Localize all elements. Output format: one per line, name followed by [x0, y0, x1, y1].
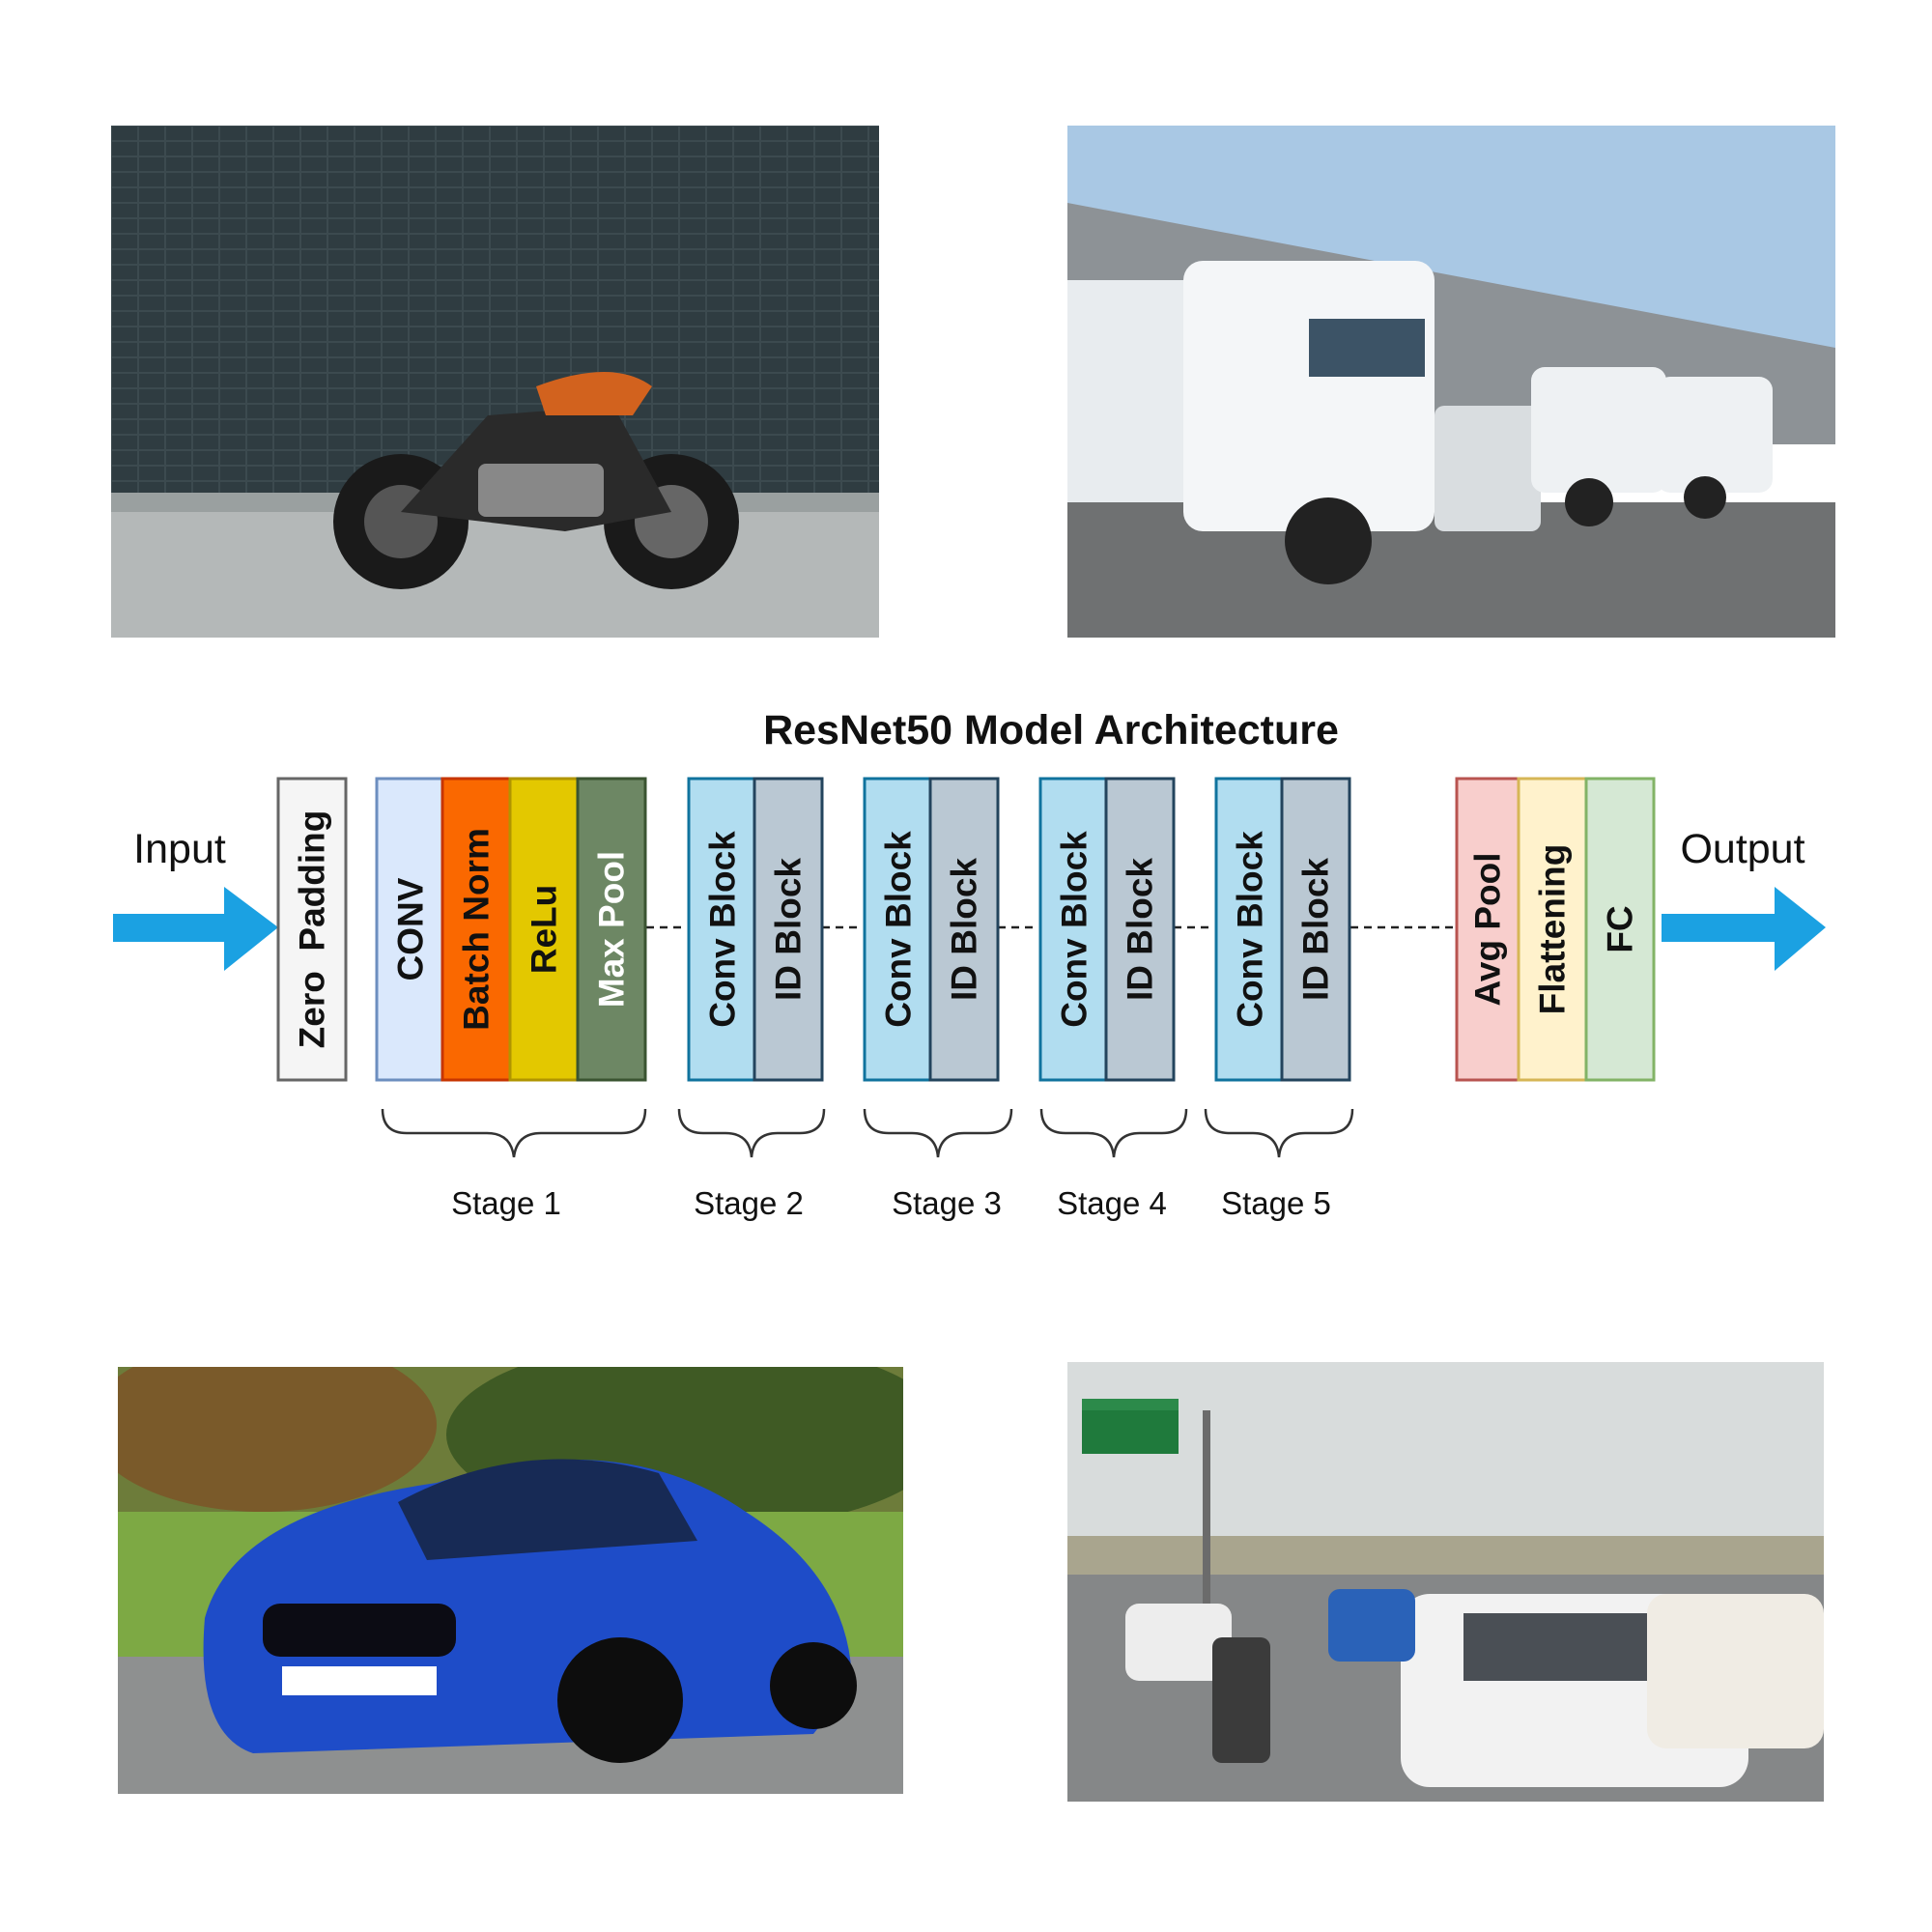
layer-avg-pool: Avg Pool — [1455, 777, 1520, 1082]
diagram-title: ResNet50 Model Architecture — [763, 707, 1339, 753]
motorcycle-shape — [333, 372, 739, 589]
layer-label-s3-conv-block: Conv Block — [879, 831, 919, 1028]
traffic-shapes — [1125, 1589, 1824, 1787]
layer-label-zero-padding: Zero Padding — [293, 810, 332, 1049]
output-arrow-icon — [1662, 887, 1826, 971]
layer-box-s5-id-block — [1280, 777, 1351, 1082]
layer-label-relu: ReLu — [525, 885, 564, 975]
layer-label-s2-conv-block: Conv Block — [703, 831, 743, 1028]
layer-relu: ReLu — [508, 777, 580, 1082]
layer-s3-id-block: ID Block — [928, 777, 1000, 1082]
input-arrow-icon — [113, 887, 278, 971]
layer-box-relu — [508, 777, 580, 1082]
layer-s4-id-block: ID Block — [1104, 777, 1176, 1082]
layer-box-s2-id-block — [753, 777, 824, 1082]
layer-s2-id-block: ID Block — [753, 777, 824, 1082]
layer-box-s3-id-block — [928, 777, 1000, 1082]
layer-box-s3-conv-block — [863, 777, 934, 1082]
layer-box-s5-conv-block — [1214, 777, 1286, 1082]
stage-label-1: Stage 1 — [451, 1185, 561, 1221]
layer-label-max-pool: Max Pool — [592, 851, 632, 1008]
layer-box-s4-id-block — [1104, 777, 1176, 1082]
layer-box-avg-pool — [1455, 777, 1520, 1082]
trucks-photo — [1067, 126, 1835, 638]
stage-label-2: Stage 2 — [694, 1185, 804, 1221]
layer-zero-padding: Zero Padding — [276, 777, 348, 1082]
layer-s3-conv-block: Conv Block — [863, 777, 934, 1082]
layer-label-flattening: Flattening — [1533, 844, 1573, 1015]
layer-box-batch-norm — [440, 777, 512, 1082]
stage-label-3: Stage 3 — [892, 1185, 1002, 1221]
layer-flattening: Flattening — [1517, 777, 1588, 1082]
truck-shapes — [1067, 261, 1773, 584]
layer-s2-conv-block: Conv Block — [687, 777, 758, 1082]
layer-s5-id-block: ID Block — [1280, 777, 1351, 1082]
layer-label-s5-conv-block: Conv Block — [1231, 831, 1270, 1028]
layer-box-zero-padding — [276, 777, 348, 1082]
stage-label-5: Stage 5 — [1221, 1185, 1331, 1221]
input-label: Input — [133, 826, 226, 872]
layer-label-s2-id-block: ID Block — [769, 858, 809, 1001]
layer-label-conv: CONV — [391, 877, 431, 980]
layer-s5-conv-block: Conv Block — [1214, 777, 1286, 1082]
motorcycle-photo — [111, 126, 879, 638]
layer-label-fc: FC — [1601, 905, 1640, 952]
stage-braces — [381, 1108, 1354, 1158]
layer-label-batch-norm: Batch Norm — [457, 828, 497, 1031]
layer-label-s5-id-block: ID Block — [1296, 858, 1336, 1001]
output-label: Output — [1680, 826, 1804, 872]
layer-conv: CONV — [375, 777, 446, 1082]
layer-label-s4-conv-block: Conv Block — [1055, 831, 1094, 1028]
layer-s4-conv-block: Conv Block — [1038, 777, 1110, 1082]
traffic-photo — [1067, 1362, 1824, 1802]
car-photo — [118, 1367, 903, 1794]
layer-fc: FC — [1584, 777, 1656, 1082]
layer-max-pool: Max Pool — [576, 777, 647, 1082]
stage-label-4: Stage 4 — [1057, 1185, 1167, 1221]
layer-label-avg-pool: Avg Pool — [1468, 853, 1508, 1007]
layer-box-max-pool — [576, 777, 647, 1082]
layer-label-s4-id-block: ID Block — [1121, 858, 1160, 1001]
layer-label-s3-id-block: ID Block — [945, 858, 984, 1001]
layer-batch-norm: Batch Norm — [440, 777, 512, 1082]
car-shape — [203, 1459, 857, 1763]
layer-box-fc — [1584, 777, 1656, 1082]
layer-box-conv — [375, 777, 446, 1082]
layer-box-flattening — [1517, 777, 1588, 1082]
